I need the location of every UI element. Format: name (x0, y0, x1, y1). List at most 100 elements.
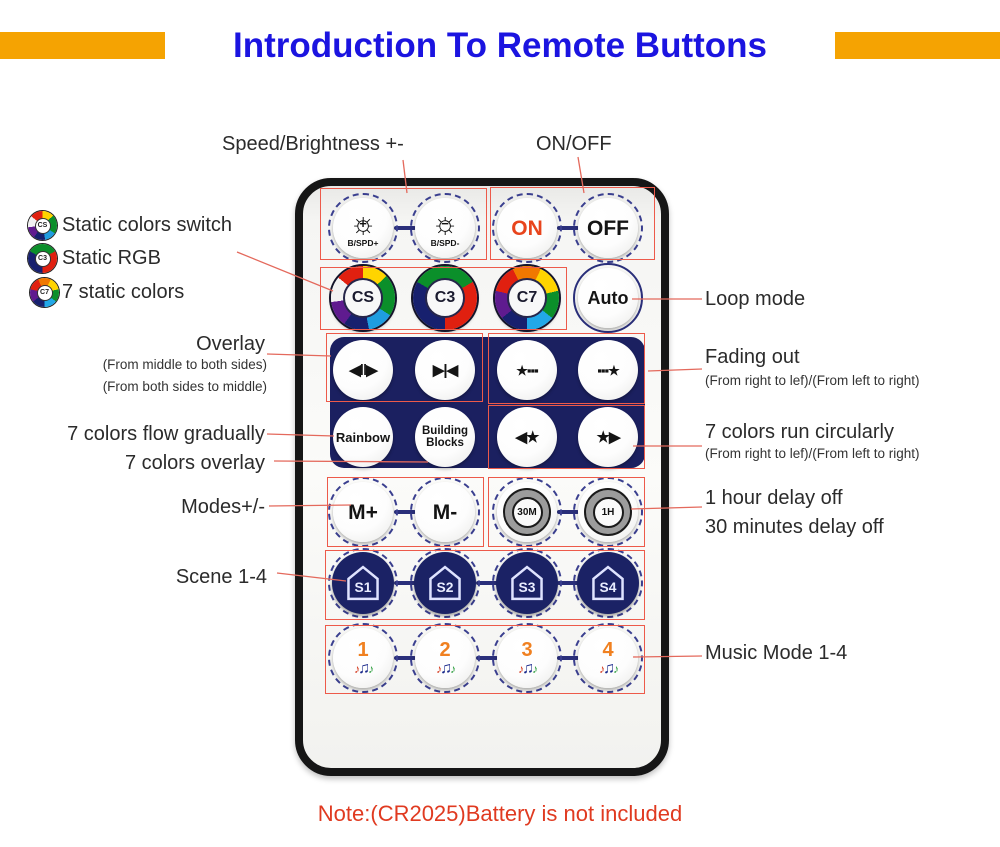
button-connector (476, 581, 498, 585)
seven-static-colors-button[interactable]: C7 (495, 266, 559, 330)
button-connector (557, 226, 579, 230)
run-right-to-left-button[interactable]: ◀★ (497, 407, 557, 467)
label-fading-out-sub: (From right to lef)/(From left to right) (705, 373, 920, 388)
remote-control: ☼+ B/SPD+ ☼− B/SPD- ON OFF CS C3 C7 Auto (295, 178, 669, 776)
button-connector (557, 656, 579, 660)
fade-right-to-left-button[interactable]: ★▪▪▪ (497, 340, 557, 400)
button-label: OFF (587, 216, 629, 240)
timer-dial-icon: 1H (584, 488, 632, 536)
house-icon: S2 (429, 565, 461, 601)
label-overlay-sub2: (From both sides to middle) (102, 379, 267, 394)
button-label: 3 (521, 638, 533, 661)
label-hour-delay: 1 hour delay off (705, 487, 843, 509)
music-notes-icon: ♪♫♪ (354, 659, 374, 677)
button-label: Rainbow (335, 429, 391, 445)
music-notes-icon: ♪♫♪ (436, 659, 456, 677)
c3-mini-icon: C3 (28, 244, 57, 273)
off-button[interactable]: OFF (578, 198, 638, 258)
button-connector (476, 656, 498, 660)
house-icon: S1 (347, 565, 379, 601)
scene-4-button[interactable]: S4 (577, 552, 639, 614)
header-accent-bar-left (0, 32, 165, 59)
auto-button[interactable]: Auto (578, 268, 638, 328)
button-label: C3 (425, 278, 465, 318)
sun-minus-icon: ☼− (431, 206, 459, 240)
label-scene: Scene 1-4 (175, 566, 267, 588)
label-flow-gradually: 7 colors flow gradually (67, 423, 265, 445)
header-accent-bar-right (835, 32, 1000, 59)
scene-2-button[interactable]: S2 (414, 552, 476, 614)
music-notes-icon: ♪♫♪ (599, 659, 619, 677)
label-fading-out: Fading out (705, 346, 800, 368)
label-run-circularly: 7 colors run circularly (705, 421, 894, 443)
button-label: 1H (592, 496, 624, 528)
label-overlay-sub1: (From middle to both sides) (102, 357, 267, 372)
battery-note: Note:(CR2025)Battery is not included (317, 801, 683, 826)
page-title: Introduction To Remote Buttons (232, 26, 767, 65)
overlay-out-button[interactable]: ◀‖▶ (333, 340, 393, 400)
delay-1hour-button[interactable]: 1H (578, 482, 638, 542)
button-connector (394, 226, 416, 230)
button-label: Auto (587, 287, 629, 308)
button-label: C7 (507, 278, 547, 318)
svg-text:S2: S2 (437, 579, 454, 595)
music-notes-icon: ♪♫♪ (518, 659, 538, 677)
button-connector (394, 656, 416, 660)
label-loop-mode: Loop mode (705, 288, 806, 310)
rainbow-button[interactable]: Rainbow (333, 407, 393, 467)
sun-plus-icon: ☼+ (349, 206, 377, 240)
chevron-left-star-icon: ◀★ (515, 428, 540, 446)
button-connector (557, 581, 579, 585)
house-icon: S4 (592, 565, 624, 601)
label-modes: Modes+/- (181, 496, 265, 518)
label-run-circularly-sub: (From right to lef)/(From left to right) (705, 446, 920, 461)
run-left-to-right-button[interactable]: ★▶ (578, 407, 638, 467)
label-colors-overlay: 7 colors overlay (124, 452, 265, 474)
static-rgb-button[interactable]: C3 (413, 266, 477, 330)
button-label: B/SPD- (430, 237, 460, 248)
label-seven-static-colors: 7 static colors (62, 281, 185, 303)
brightness-speed-plus-button[interactable]: ☼+ B/SPD+ (333, 198, 393, 258)
mode-minus-button[interactable]: M- (415, 482, 475, 542)
cs-mini-icon: CS (28, 211, 57, 240)
scene-3-button[interactable]: S3 (496, 552, 558, 614)
svg-text:S3: S3 (519, 579, 536, 595)
button-connector (557, 510, 579, 514)
label-overlay: Overlay (196, 333, 265, 355)
music-mode-1-button[interactable]: 1 ♪♫♪ (333, 628, 393, 688)
music-mode-4-button[interactable]: 4 ♪♫♪ (578, 628, 638, 688)
button-label: Building Blocks (422, 424, 468, 449)
button-label: CS (343, 278, 383, 318)
button-label: 2 (439, 638, 451, 661)
delay-30min-button[interactable]: 30M (497, 482, 557, 542)
label-static-rgb: Static RGB (62, 247, 161, 269)
on-button[interactable]: ON (497, 198, 557, 258)
building-blocks-button[interactable]: Building Blocks (415, 407, 475, 467)
timer-dial-icon: 30M (503, 488, 551, 536)
button-label: 30M (511, 496, 543, 528)
mode-plus-button[interactable]: M+ (333, 482, 393, 542)
star-chevron-right-icon: ★▶ (596, 428, 621, 446)
c7-mini-icon: C7 (30, 278, 59, 307)
button-label: 1 (357, 638, 369, 661)
svg-text:S4: S4 (600, 579, 617, 595)
label-minutes-delay: 30 minutes delay off (705, 516, 884, 538)
scene-1-button[interactable]: S1 (332, 552, 394, 614)
music-mode-2-button[interactable]: 2 ♪♫♪ (415, 628, 475, 688)
button-connector (394, 581, 416, 585)
button-label: M+ (348, 500, 378, 524)
button-label: 4 (602, 638, 614, 661)
label-static-colors-switch: Static colors switch (62, 214, 233, 236)
fade-left-to-right-button[interactable]: ▪▪▪★ (578, 340, 638, 400)
static-colors-switch-button[interactable]: CS (331, 266, 395, 330)
arrows-inward-icon: ▶|◀ (432, 361, 458, 379)
brightness-speed-minus-button[interactable]: ☼− B/SPD- (415, 198, 475, 258)
svg-text:S1: S1 (355, 579, 372, 595)
button-label: ON (511, 216, 543, 240)
house-icon: S3 (511, 565, 543, 601)
button-connector (394, 510, 416, 514)
label-on-off: ON/OFF (536, 133, 612, 155)
overlay-in-button[interactable]: ▶|◀ (415, 340, 475, 400)
music-mode-3-button[interactable]: 3 ♪♫♪ (497, 628, 557, 688)
button-label: B/SPD+ (347, 237, 379, 248)
